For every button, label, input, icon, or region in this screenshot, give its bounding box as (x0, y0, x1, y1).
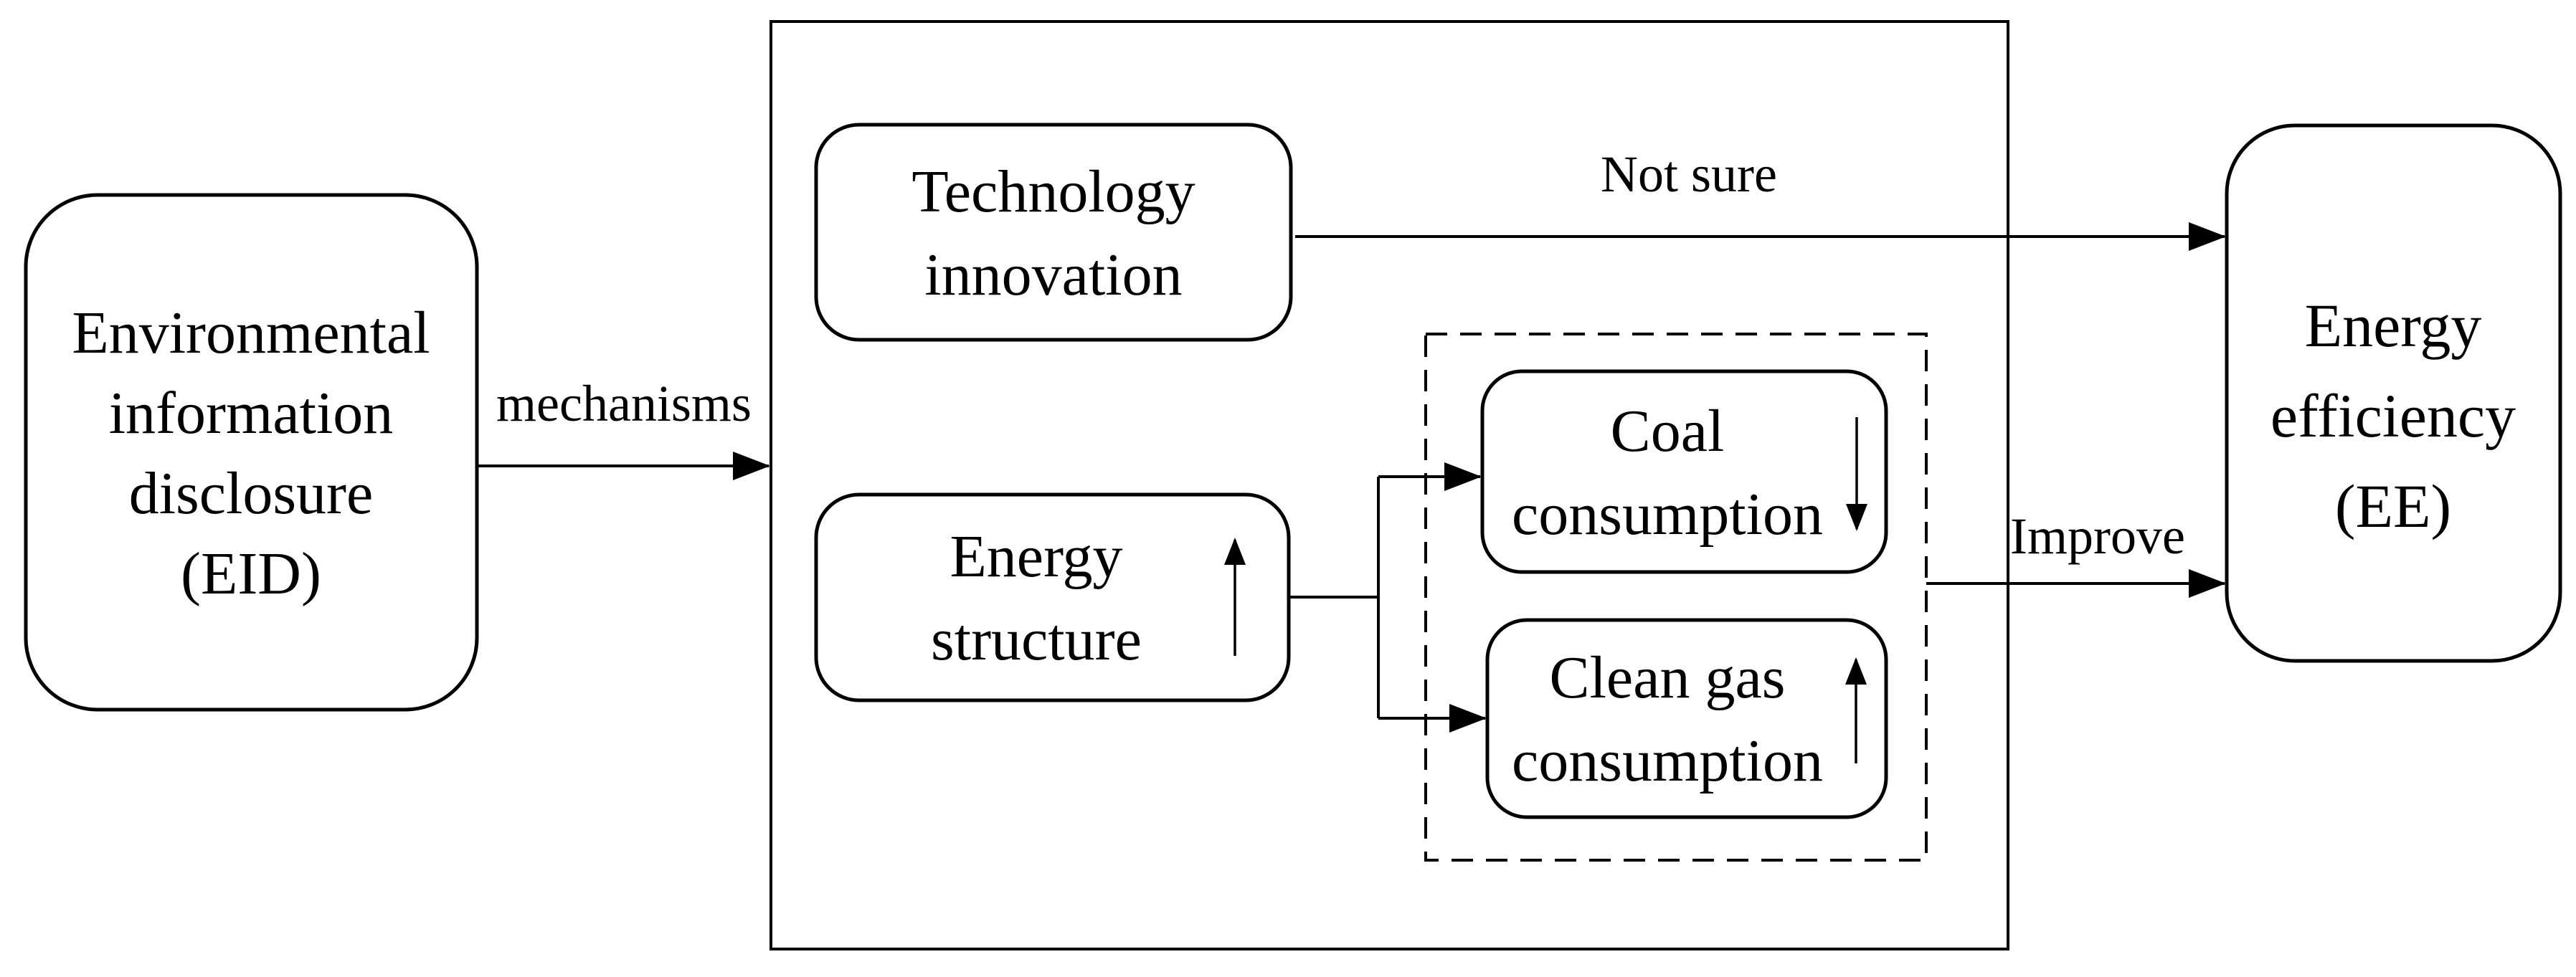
energy-efficiency-label-line-2: efficiency (2270, 381, 2516, 450)
mechanisms-label: mechanisms (496, 375, 752, 432)
consumption-group-dashed-frame (1424, 333, 1928, 862)
eid-label-line-4: (EID) (181, 540, 321, 607)
improve-label: Improve (2010, 507, 2185, 565)
energy-structure-label-line-2: structure (931, 606, 1142, 673)
coal-consumption-label-line-2: consumption (1512, 481, 1823, 548)
clean-gas-consumption-label-line-2: consumption (1512, 728, 1823, 794)
technology-innovation-label-line-1: Technology (911, 158, 1195, 225)
clean-gas-consumption-node: Clean gas consumption (1485, 618, 1888, 819)
technology-innovation-box (814, 123, 1293, 342)
coal-consumption-label-line-1: Coal (1611, 398, 1725, 464)
energy-efficiency-node: Energy efficiency (EE) (2225, 123, 2562, 663)
eid-node: Environmental information disclosure (EI… (24, 193, 479, 712)
eid-label-line-1: Environmental (72, 300, 430, 366)
energy-structure-connector (1289, 477, 1380, 718)
clean-gas-consumption-label-line-1: Clean gas (1550, 644, 1786, 711)
technology-innovation-node: Technology innovation (814, 123, 1293, 342)
energy-structure-node: Energy structure (814, 492, 1291, 702)
mechanism-container-frame (770, 20, 2009, 950)
energy-structure-label-line-1: Energy (950, 523, 1122, 590)
eid-label-line-2: information (109, 380, 394, 447)
not-sure-edge: Not sure (1295, 146, 2226, 251)
coal-consumption-box (1480, 369, 1888, 574)
mechanisms-edge: mechanisms (477, 375, 770, 480)
energy-efficiency-label-line-3: (EE) (2335, 472, 2451, 540)
eid-label-line-3: disclosure (129, 460, 374, 527)
not-sure-label: Not sure (1601, 146, 1777, 203)
coal-consumption-node: Coal consumption (1480, 369, 1888, 574)
energy-efficiency-box (2225, 123, 2562, 663)
energy-efficiency-label-line-1: Energy (2305, 291, 2482, 360)
clean-gas-consumption-box (1485, 618, 1888, 819)
improve-edge: Improve (1926, 507, 2226, 598)
technology-innovation-label-line-2: innovation (924, 242, 1182, 308)
eid-box (24, 193, 479, 712)
